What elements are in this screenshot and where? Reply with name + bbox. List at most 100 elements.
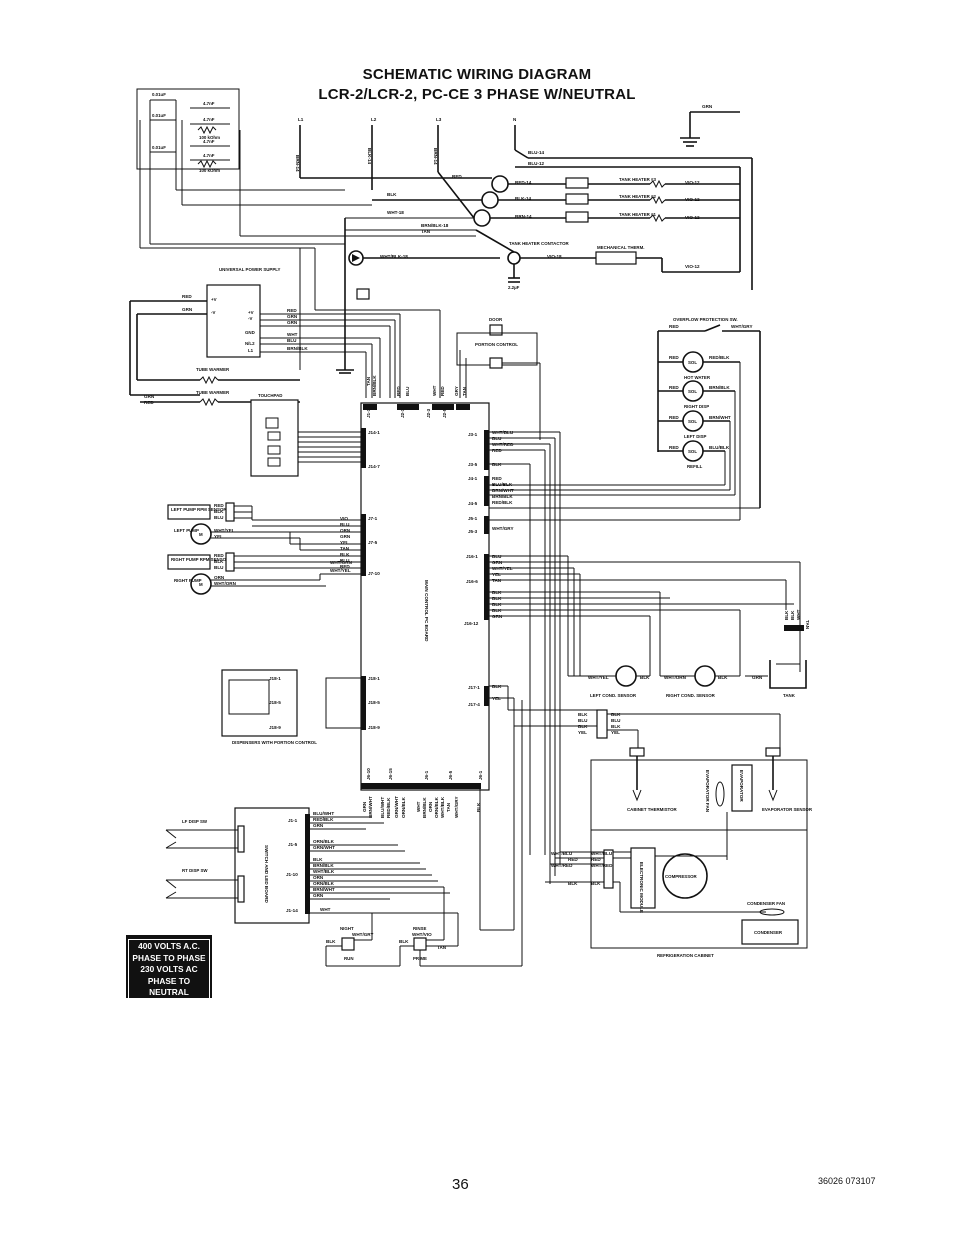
tube-warmer-label: TUBE WARMER <box>196 390 230 395</box>
night-switch-label: NIGHT <box>340 926 354 931</box>
wire-label: WHT <box>432 385 437 396</box>
heater-element <box>649 213 666 223</box>
cap-label: 4.7nF <box>203 101 215 106</box>
wire-label: BRN/BLK <box>287 346 308 351</box>
portion-switch <box>489 357 503 369</box>
wire-label: ORN <box>340 528 351 533</box>
wire-label: RED <box>452 174 462 179</box>
pin-label: J18-5 <box>269 700 281 705</box>
page-number: 36 <box>452 1176 469 1193</box>
wire-label: GRN <box>144 394 155 399</box>
ground-label: GRN <box>702 104 713 109</box>
heater-label: TANK HEATER #3 <box>619 177 656 182</box>
wire-label: WHT <box>796 609 801 620</box>
resistor-label: 100 kOhm <box>199 168 220 173</box>
document-id: 36026 073107 <box>818 1176 876 1186</box>
cond-sensor-icon <box>615 665 637 687</box>
wire-label: YEL <box>611 730 620 735</box>
pin-label: GND <box>245 330 255 335</box>
wire-label: TAN <box>805 620 810 630</box>
wire-label: BLK <box>476 802 481 812</box>
pin-label: J2-1 <box>400 408 405 418</box>
pin-label: J3-5 <box>468 462 478 467</box>
wire-label: ORN/BLK <box>401 796 406 818</box>
resistor-label: 100 kOhm <box>199 135 220 140</box>
line-label-l3: L3 <box>436 117 442 122</box>
wire-label: GRN <box>313 823 324 828</box>
wire-label: VIO-18 <box>547 254 562 259</box>
wire-label: RED <box>214 503 224 508</box>
wire-label: TAN <box>446 802 451 812</box>
pin-label: J6-5 <box>448 770 453 780</box>
pin-label: J18-5 <box>368 700 380 705</box>
pin-label: J6-1 <box>478 770 483 780</box>
connector-j18 <box>361 676 366 730</box>
wire-label: BLK-14 <box>367 148 372 165</box>
tank-connector <box>784 625 804 631</box>
wire-label: GRN <box>752 675 763 680</box>
pump-label: RIGHT PUMP <box>174 578 202 583</box>
wire-label: BLU <box>578 718 588 723</box>
wire-label: WHT <box>416 801 421 812</box>
compressor-icon <box>662 853 708 899</box>
wire-label: YEL <box>340 540 349 545</box>
wire-label: BRN/BLK <box>492 494 513 499</box>
cap-label: 0.01uF <box>152 113 166 118</box>
touchpad-label: TOUCHPAD <box>258 393 282 398</box>
right-pump-icon <box>190 573 212 595</box>
pin-label: J4-5 <box>468 501 478 506</box>
wire-label: BLU <box>214 565 224 570</box>
connector-j3 <box>484 430 489 470</box>
pin-label: -V <box>211 310 215 315</box>
condenser-fan-label: CONDENSER FAN <box>747 901 785 906</box>
main-board-box <box>360 402 490 791</box>
cap-label: 0.01uF <box>152 145 166 150</box>
capacitor-network: 0.01uF 0.01uF 0.01uF 4.7nF 4.7nF 4.7nF 4… <box>136 88 240 173</box>
contactor-contact <box>491 175 509 193</box>
wire-label: BLK <box>340 552 350 557</box>
condenser-fan-icon <box>759 908 785 916</box>
rpm-sensor-label: RIGHT PUMP RPM SENSOR <box>171 557 230 562</box>
wire-label: RED <box>669 324 679 329</box>
contactor-contact <box>473 209 491 227</box>
wire-label: WHT/RED <box>551 863 573 868</box>
pin-label: +V <box>248 310 254 315</box>
cap-network-frame <box>136 88 240 170</box>
pin-label: J2-3 <box>426 408 431 418</box>
connector-j7 <box>361 514 366 576</box>
diagram-subtitle: LCR-2/LCR-2, PC-CE 3 PHASE W/NEUTRAL <box>318 86 636 103</box>
wire-label: BLU <box>340 522 350 527</box>
cap-label: 0.01uF <box>152 92 166 97</box>
sensor-connector-block: BLK BLU BLK YEL BLK BLU BLK YEL <box>578 709 781 748</box>
wire-label: WHT/GRY <box>492 526 514 531</box>
voltage-line: 3 PHASE 50/60 HZ <box>133 998 205 1009</box>
wire-label: BLK <box>387 192 397 197</box>
wire-label: TAN <box>462 386 467 396</box>
switch-board-connector <box>305 814 310 914</box>
heater-label: TANK HEATER #2 <box>619 194 656 199</box>
cond-sensors: WHT/YEL BLK LEFT COND. SENSOR WHT/ORN BL… <box>568 609 810 698</box>
wire-label: VIO-12 <box>685 180 700 185</box>
pin-label: J5-1 <box>468 516 478 521</box>
power-supply: UNIVERSAL POWER SUPPLY +V -V +V -V GND N… <box>129 248 441 398</box>
wire-label: WHT/RED <box>591 863 613 868</box>
wire-label: BRN-14 <box>433 148 438 165</box>
touchpad-key <box>265 417 279 429</box>
wire-label: GRN <box>362 801 367 812</box>
wire-label: TAN <box>437 945 447 950</box>
wire-label: RED/BLK <box>492 500 513 505</box>
mode-switches: NIGHT BLK WHT/GRY RUN RINSE BLK WHT/VIO … <box>325 700 523 967</box>
pump-m: M <box>199 582 203 587</box>
night-switch <box>341 937 355 951</box>
evap-sensor-label: EVAPORATOR SENSOR <box>762 807 813 812</box>
pump-m: M <box>199 532 203 537</box>
pin-label: J1-1 <box>366 408 371 418</box>
wire-label: TAN <box>421 229 431 234</box>
run-label: RUN <box>344 956 354 961</box>
wire-label: BLU/BLK <box>709 445 730 450</box>
wire-label: BLK <box>326 939 336 944</box>
tube-warmer-element <box>199 397 219 407</box>
voltage-line: 400 VOLTS A.C. <box>138 941 200 951</box>
wire-label: WHT <box>287 332 298 337</box>
